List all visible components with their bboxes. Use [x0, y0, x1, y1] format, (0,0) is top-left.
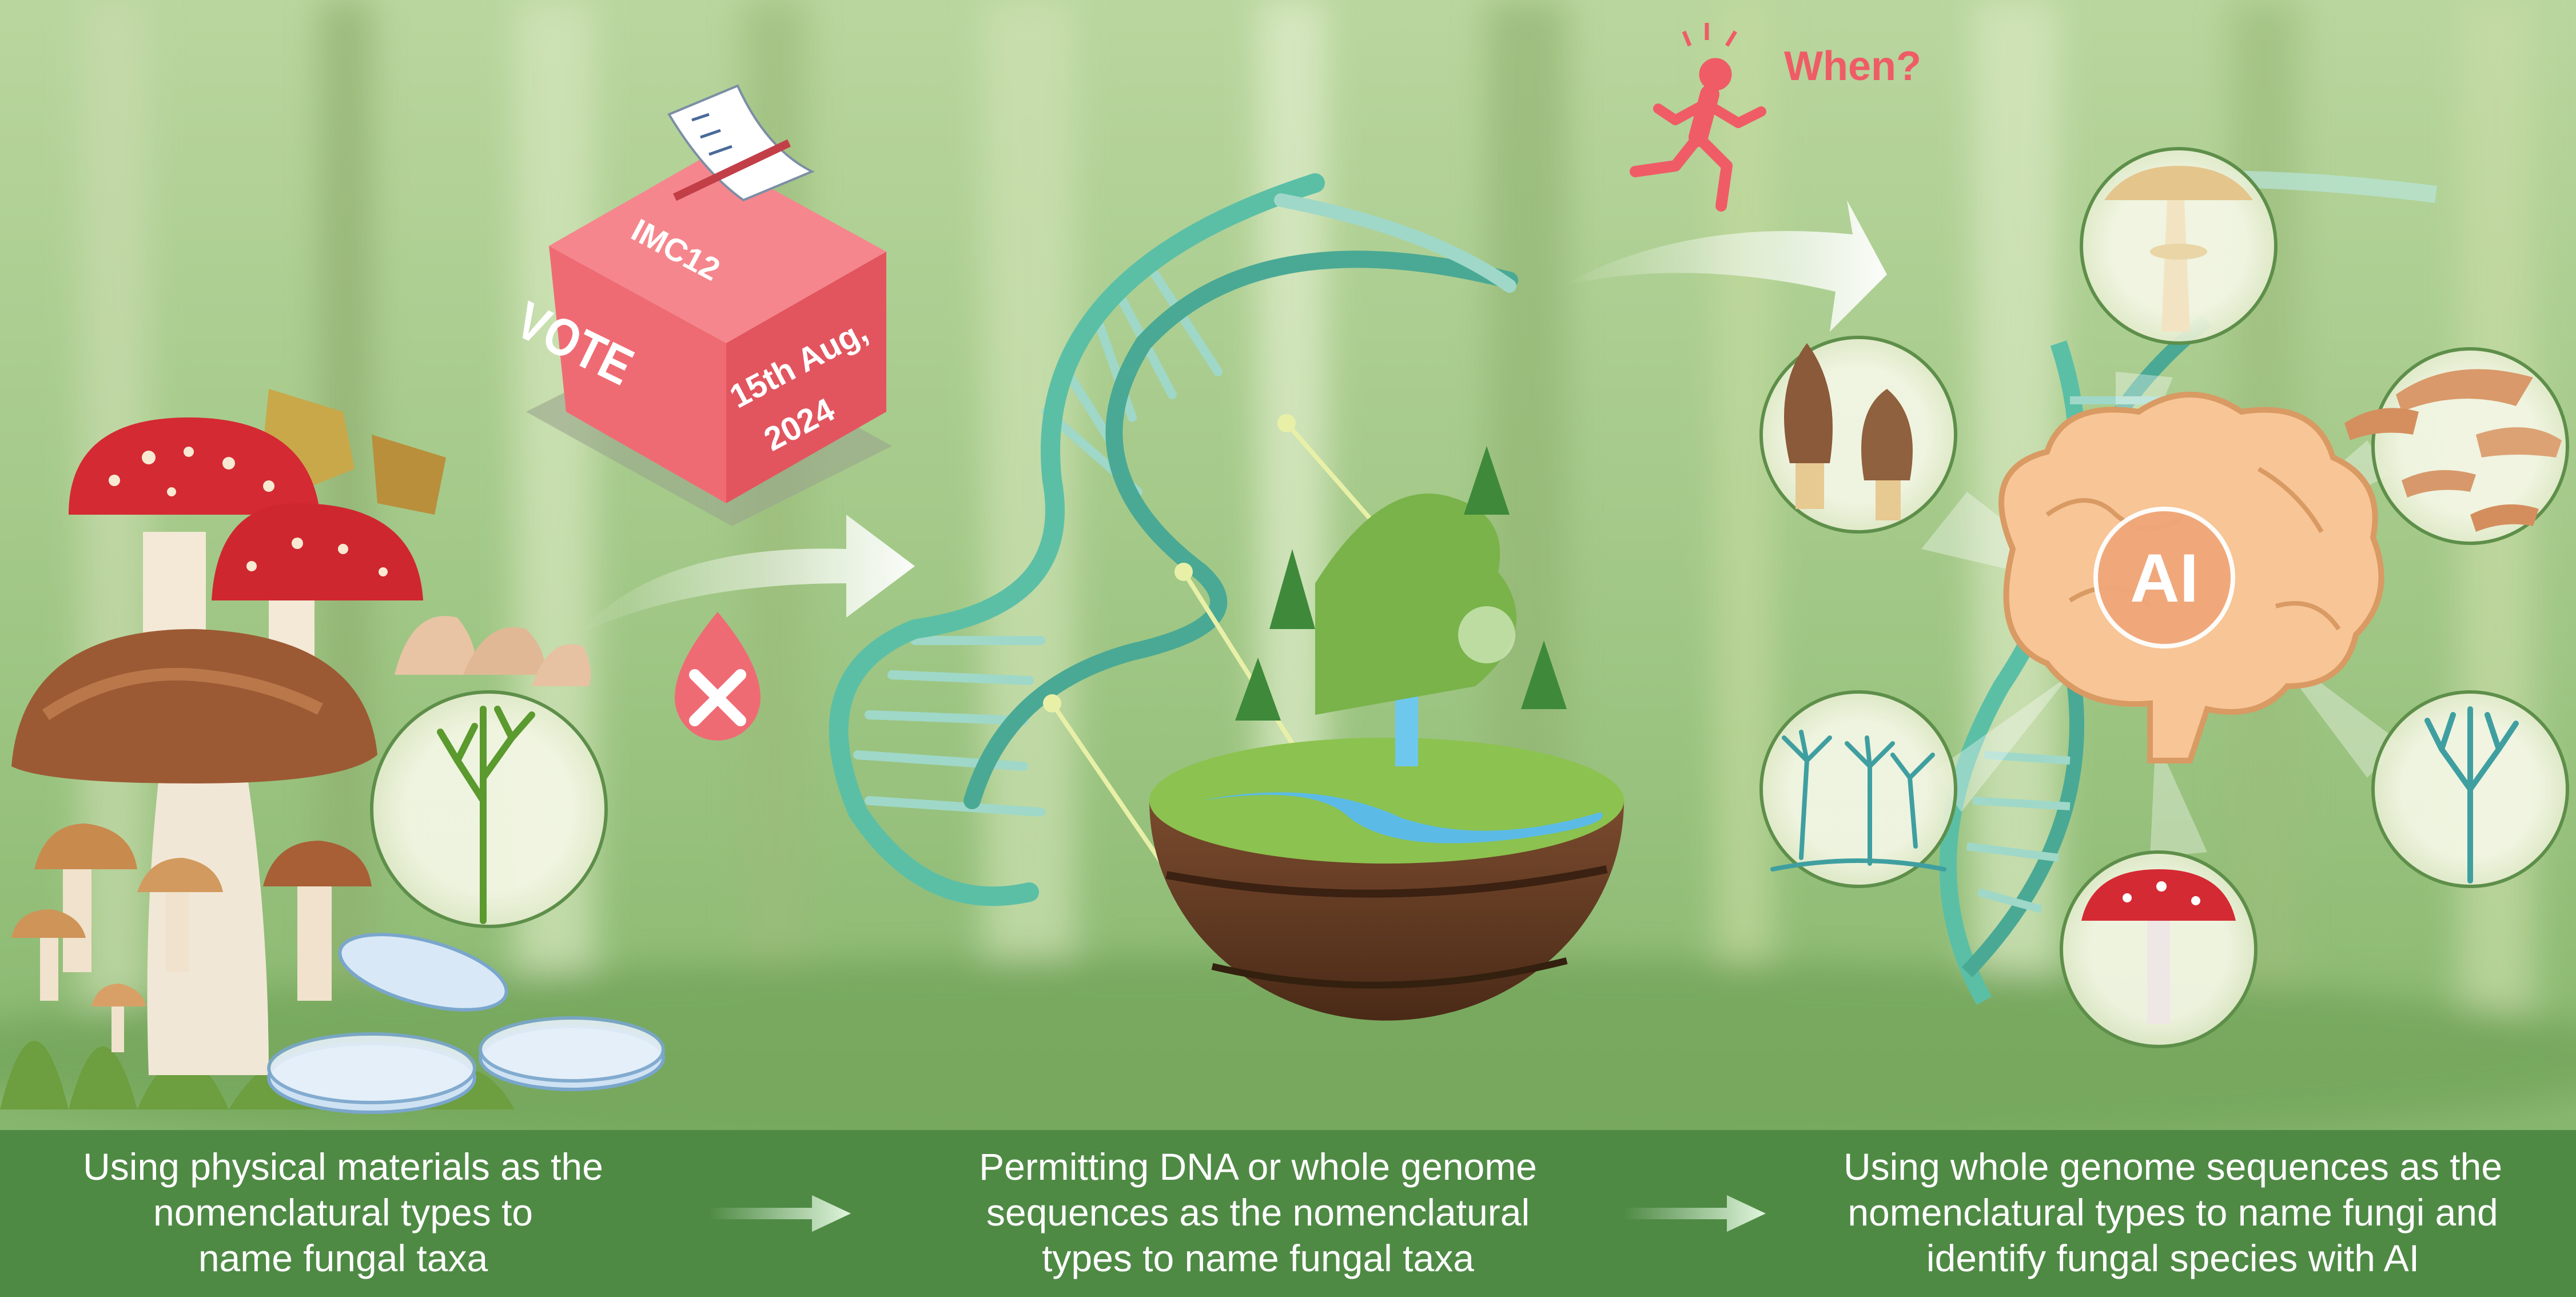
caption-line: identify fungal species with AI [1926, 1237, 2420, 1279]
caption-line: nomenclatural types to [153, 1191, 533, 1234]
dna-helix-icon [829, 173, 1518, 906]
mushroom-icon [2060, 850, 2258, 1048]
caption-whole-genome-ai: Using whole genome sequences as the nome… [1818, 1144, 2527, 1281]
caption-line: Using whole genome sequences as the [1843, 1145, 2503, 1188]
arrow-icon [709, 1195, 851, 1232]
mushroom-cluster [0, 389, 591, 1109]
caption-line: name fungal taxa [198, 1237, 488, 1279]
mold-icon [2371, 690, 2569, 888]
ai-label: AI [2130, 540, 2199, 616]
mushroom-icon [2080, 147, 2278, 345]
earth-island-icon [1149, 446, 1624, 1021]
when-question: When? [1784, 43, 1921, 89]
caption-physical-materials: Using physical materials as the nomencla… [46, 1144, 640, 1281]
mold-icon [1759, 690, 1957, 888]
runner-icon [1630, 58, 1766, 212]
brain-icon [1998, 392, 2384, 763]
caption-line: Using physical materials as the [83, 1145, 603, 1188]
caption-band [0, 1130, 2576, 1297]
caption-line: Permitting DNA or whole genome [979, 1145, 1537, 1188]
morel-icon [1759, 336, 1957, 534]
alarm-icon [1682, 23, 1738, 47]
caption-dna-permitting: Permitting DNA or whole genome sequences… [926, 1144, 1590, 1281]
mushroom-icon [2344, 347, 2569, 545]
petri-dish-icon [267, 933, 665, 1114]
arrow-icon [1561, 200, 1887, 332]
caption-line: sequences as the nomenclatural [986, 1191, 1530, 1234]
mold-icon [370, 690, 608, 928]
caption-line: nomenclatural types to name fungi and [1848, 1191, 2498, 1234]
arrow-icon [578, 515, 915, 635]
caption-line: types to name fungal taxa [1042, 1237, 1474, 1279]
reject-drop-icon [675, 612, 761, 741]
arrow-icon [1624, 1195, 1766, 1232]
ballot-box-icon [526, 84, 892, 526]
